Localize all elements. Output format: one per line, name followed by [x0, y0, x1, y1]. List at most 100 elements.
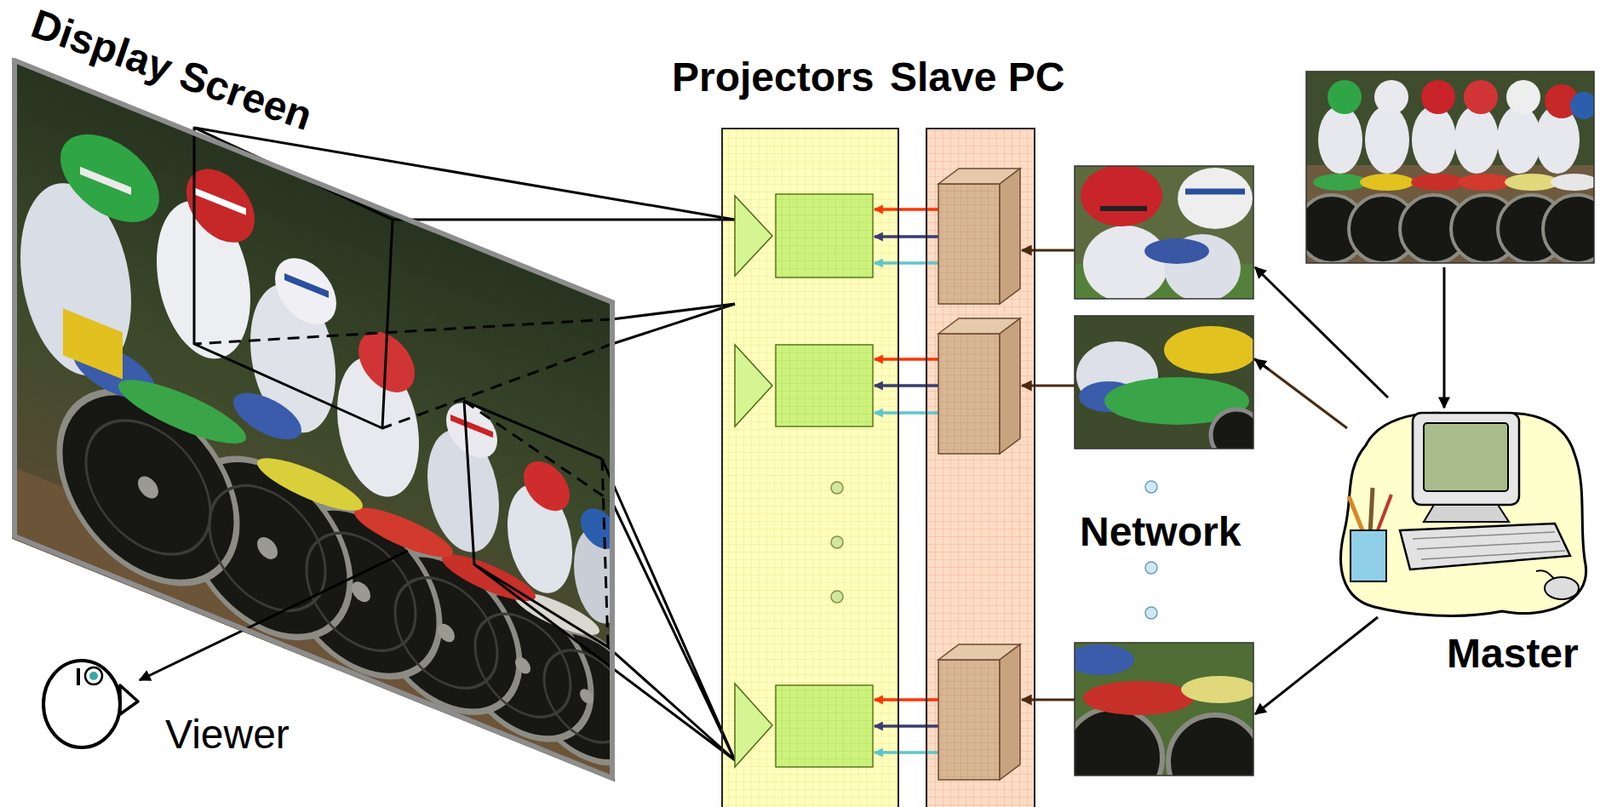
slave-pc-box: [938, 168, 1021, 780]
ellipsis-dot: [1145, 607, 1158, 620]
tile-image: [1074, 315, 1254, 449]
master-image: [1570, 91, 1595, 120]
tile-image: [1074, 642, 1254, 776]
tile-image: [1181, 676, 1254, 704]
network-arrow: [1021, 699, 1075, 702]
master-image: [1313, 173, 1368, 191]
tile-image: [1168, 715, 1254, 776]
signal-arrow: [874, 235, 939, 239]
tile-image: [1063, 642, 1262, 807]
tile-image: [1144, 238, 1210, 264]
ellipsis-dot: [831, 536, 844, 549]
viewer-label: Viewer: [165, 711, 290, 758]
screen-picture: [257, 447, 363, 522]
screen-picture: [437, 621, 455, 646]
screen-picture: [137, 473, 159, 503]
master-image: [1421, 80, 1456, 115]
master-computer-shape: [1423, 504, 1509, 522]
master-computer-shape: [1348, 496, 1365, 535]
viewer-head-shape: [43, 660, 121, 748]
tile-image: [1074, 166, 1254, 299]
ellipsis-dot: [831, 481, 844, 603]
band-fill: [721, 127, 1036, 807]
screen-picture: [257, 533, 278, 563]
master-arrow: [1255, 617, 1378, 715]
screen-picture: [11, 57, 615, 782]
master-image: [1463, 80, 1498, 115]
signal-arrow: [874, 698, 939, 702]
master-image: [1542, 194, 1595, 264]
viewer-head-shape: [85, 667, 103, 685]
signal-arrow: [874, 207, 939, 212]
band-heading: Projectors: [671, 53, 874, 101]
tile-image: [1185, 189, 1245, 195]
projection-ray: [194, 127, 735, 429]
master-computer-shape: [1544, 577, 1579, 600]
tile-image: [1177, 167, 1253, 230]
master-computer-shape: [1370, 487, 1373, 535]
tile-image: [1210, 409, 1254, 449]
master-image: [1318, 105, 1580, 174]
projector-unit: [734, 195, 773, 768]
signal-arrow: [874, 411, 939, 415]
screen-picture: [63, 308, 123, 379]
signal-arrow: [874, 724, 939, 729]
viewer-head-shape: [120, 685, 138, 715]
signal-arrow: [874, 357, 939, 362]
band-fill: [721, 127, 900, 807]
projection-ray: [612, 303, 735, 320]
network-arrow: [1021, 249, 1075, 253]
master-image: [1297, 71, 1600, 264]
screen-picture: [515, 654, 531, 677]
screen-picture: [11, 57, 615, 782]
master-image: [1318, 105, 1363, 174]
master-image: [1410, 173, 1466, 191]
screen-picture: [60, 119, 160, 238]
signal-arrow: [874, 261, 939, 265]
projection-ray: [194, 319, 613, 648]
screen-picture: [118, 367, 247, 456]
projector-unit: [775, 194, 873, 768]
master-image: [1327, 80, 1362, 115]
master-label: Master: [1446, 630, 1579, 677]
slave-pc-box: [938, 659, 1000, 780]
tile-image: [1074, 165, 1254, 303]
ellipsis-dot: [831, 590, 844, 603]
screen-picture: [544, 636, 615, 757]
master-image: [1364, 105, 1410, 174]
master-computer-shape: [1412, 532, 1566, 560]
master-image: [1457, 173, 1513, 191]
master-image: [1359, 173, 1415, 191]
projector-unit: [775, 685, 873, 768]
master-arrow: [1443, 267, 1446, 408]
signal-arrow: [874, 384, 939, 388]
screen-picture: [11, 57, 649, 796]
ellipsis-dot: [1145, 562, 1158, 574]
tile-image: [1074, 644, 1135, 676]
screen-picture: [194, 191, 247, 213]
master-image: [1550, 173, 1595, 191]
tile-image: [1074, 315, 1254, 449]
tile-image: [1083, 681, 1194, 716]
screen-picture: [137, 473, 594, 707]
master-image: [1374, 80, 1409, 115]
screen-title: Display Screen: [25, 0, 318, 140]
tile-image: [1080, 166, 1163, 227]
tile-image: [1100, 206, 1147, 212]
master-arrow: [1255, 359, 1269, 370]
slave-pc-box: [999, 168, 1021, 304]
network-arrow: [1021, 250, 1075, 700]
master-computer-shape: [1412, 412, 1520, 505]
master-computer-shape: [1423, 423, 1509, 492]
projector-unit: [775, 344, 873, 427]
signal-arrow: [874, 751, 939, 755]
tile-image: [1074, 315, 1262, 461]
network-label: Network: [1079, 508, 1241, 556]
master-image: [1306, 194, 1595, 264]
master-image: [1496, 105, 1542, 174]
screen-picture: [275, 248, 337, 335]
master-image: [1411, 105, 1457, 174]
